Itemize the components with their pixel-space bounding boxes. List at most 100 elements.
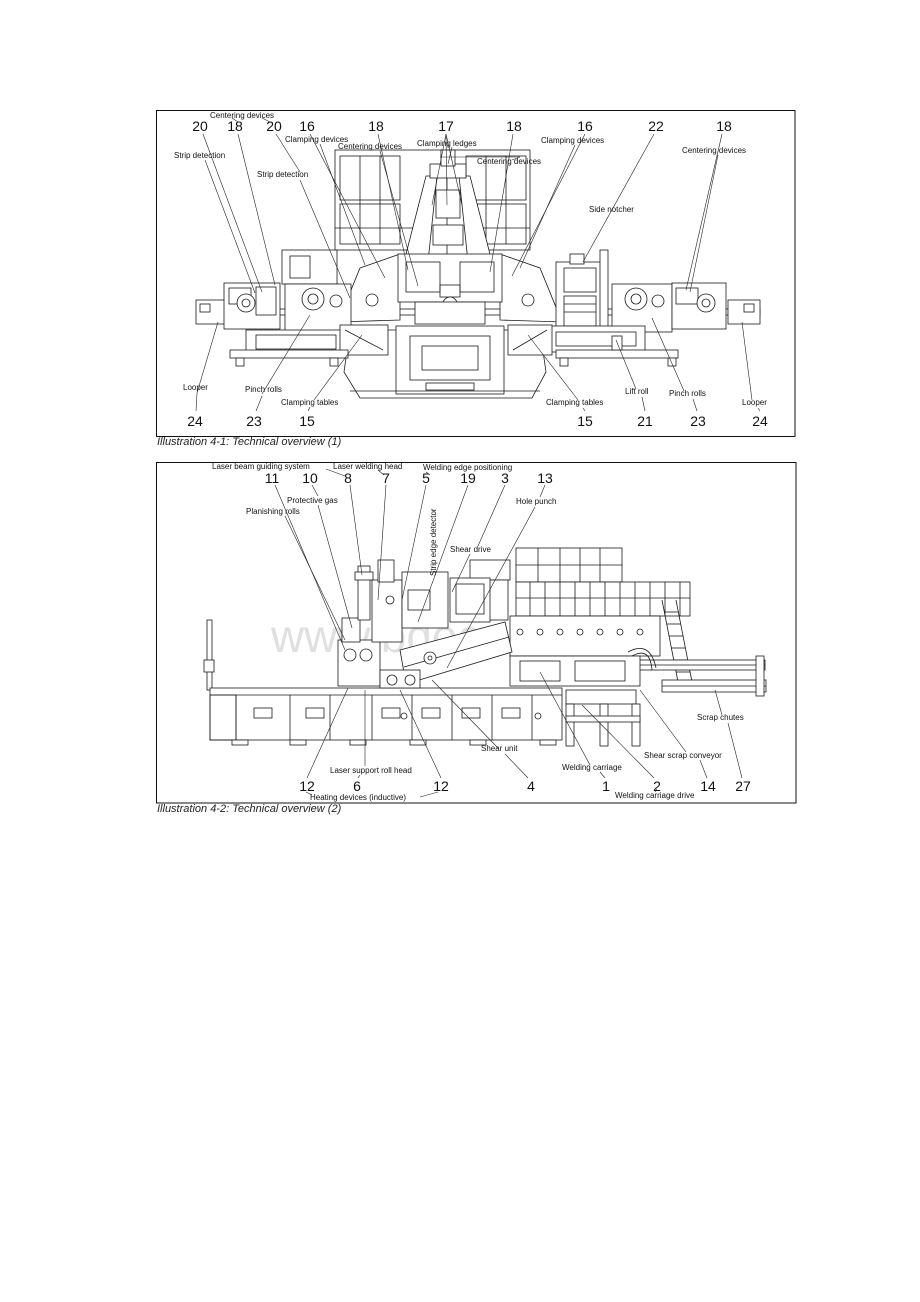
cabinet-panel	[339, 203, 401, 245]
leader-line	[519, 144, 576, 269]
ladder-rail	[675, 599, 695, 693]
pole-bracket	[203, 659, 215, 673]
callout-label: Clamping ledges	[417, 139, 477, 148]
roll-hub	[701, 298, 711, 308]
callout-label: Clamping tables	[546, 398, 603, 407]
leader-line	[445, 133, 448, 206]
callout-numbers-bottom: 24 23 15 15 21 23 24	[187, 413, 768, 429]
bolt	[556, 628, 564, 636]
callout-number: 12	[433, 778, 449, 794]
hose	[631, 652, 653, 671]
callout-number: 18	[227, 118, 243, 134]
callout-number: 21	[637, 413, 653, 429]
edge-positioning-unit	[401, 571, 449, 629]
planishing-roll	[343, 648, 357, 662]
right-lower-frame	[544, 325, 646, 353]
leg	[235, 357, 245, 367]
base-foot	[289, 739, 307, 746]
head-panel	[459, 261, 495, 293]
leader-line	[399, 689, 442, 779]
support-leg	[631, 703, 641, 747]
callout-label: Centering devices	[210, 111, 274, 120]
head-lower	[414, 301, 486, 325]
looper-detail	[743, 303, 755, 313]
drive-panel	[455, 583, 485, 615]
leg	[667, 357, 677, 367]
callout-number: 18	[368, 118, 384, 134]
leader-line	[309, 133, 386, 279]
leader-lines	[274, 468, 743, 798]
leg	[329, 357, 339, 367]
bolt	[596, 628, 604, 636]
base-inner	[421, 345, 479, 371]
frame-panel	[555, 331, 637, 347]
leader-line	[582, 407, 586, 412]
callout-numbers-top: 11 10 8 7 5 19 3 13	[265, 470, 553, 486]
callout-number: 18	[506, 118, 522, 134]
table-brace	[512, 329, 548, 351]
base-window	[253, 707, 273, 719]
support-roll	[404, 674, 416, 686]
callout-number: 23	[690, 413, 706, 429]
leader-line	[261, 117, 271, 123]
welding-head-body	[397, 253, 503, 303]
leader-line	[451, 553, 471, 593]
planishing-roll-unit	[337, 639, 381, 687]
callout-label: Laser support roll head	[330, 766, 412, 775]
laser-head-top	[377, 559, 395, 583]
base-foot	[469, 739, 487, 746]
roll-hub	[241, 298, 251, 308]
callout-label: Centering devices	[477, 157, 541, 166]
leader-line	[581, 704, 655, 779]
callout-label: Shear scrap conveyor	[644, 751, 722, 760]
pinch-roll-small	[329, 294, 343, 308]
callout-label: Shear drive	[450, 545, 491, 554]
looper-detail	[199, 303, 211, 313]
leader-line	[231, 117, 239, 123]
leader-line	[727, 722, 743, 779]
callout-label: Strip detection	[257, 170, 308, 179]
protective-gas-nozzle	[341, 617, 361, 643]
figure-caption: Illustration 4-1: Technical overview (1)	[157, 436, 342, 448]
bolt	[576, 628, 584, 636]
hose	[627, 648, 657, 669]
leader-line	[419, 791, 439, 798]
callout-number: 11	[265, 470, 280, 486]
base-foot	[231, 739, 249, 746]
tower-box	[432, 224, 464, 246]
callout-label: Heating devices (inductive)	[310, 793, 406, 802]
callout-label: Centering devices	[682, 146, 746, 155]
callout-number: 16	[299, 118, 315, 134]
notcher-head	[563, 267, 597, 293]
callout-number: 24	[752, 413, 768, 429]
leader-line	[195, 392, 198, 412]
callout-number: 10	[302, 470, 318, 486]
roll-hub	[307, 293, 319, 305]
callout-label: Laser welding head	[333, 462, 402, 471]
callout-numbers-bottom: 12 6 12 4 1 2 14 27	[299, 778, 751, 794]
callout-number: 1	[602, 778, 610, 794]
ladder-rail	[661, 599, 681, 693]
leader-line	[741, 321, 753, 401]
leader-line	[319, 143, 366, 266]
leader-line	[582, 133, 655, 263]
leader-line	[431, 679, 499, 749]
bolt	[400, 712, 408, 720]
figure-border	[156, 110, 796, 437]
figure-caption: Illustration 4-2: Technical overview (2)	[157, 803, 342, 815]
callout-label: Welding carriage drive	[615, 791, 695, 800]
conveyor-end-post	[755, 655, 765, 697]
leader-line	[417, 484, 469, 623]
carriage-panel	[574, 660, 626, 682]
base-window	[501, 707, 521, 719]
leader-line	[446, 506, 536, 669]
callout-number: 3	[501, 470, 509, 486]
callout-number: 16	[577, 118, 593, 134]
notcher-top	[569, 253, 585, 265]
bolt	[636, 628, 644, 636]
leader-line	[275, 133, 301, 173]
base-foot	[409, 739, 427, 746]
callout-number: 14	[700, 778, 716, 794]
welding-platform	[509, 615, 661, 657]
